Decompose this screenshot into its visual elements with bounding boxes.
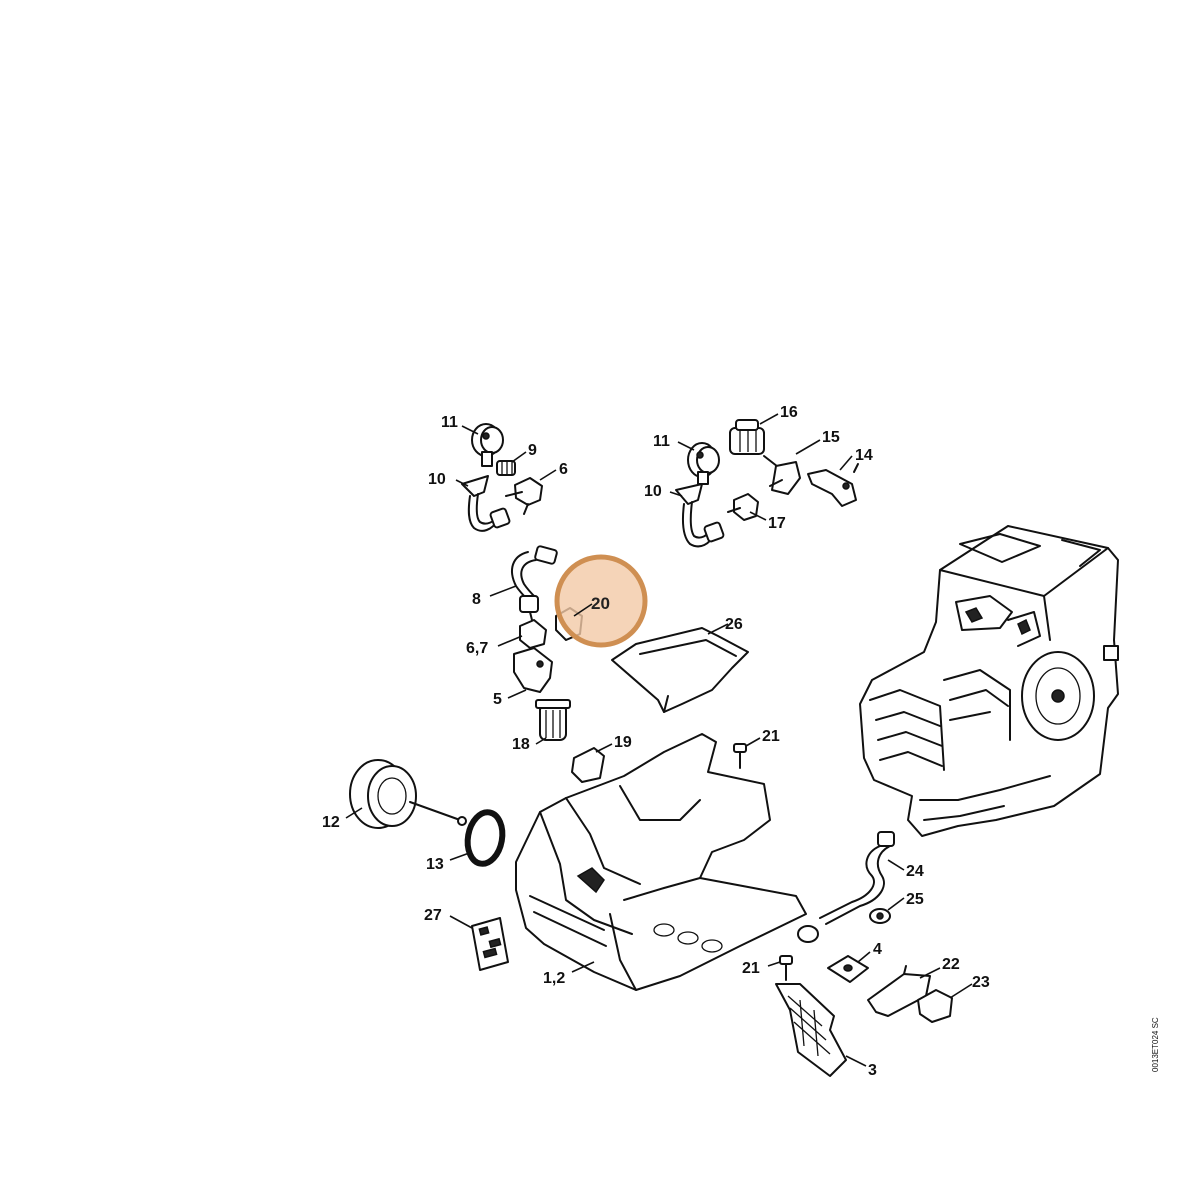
callout-13: 13 (426, 856, 444, 873)
part-24-oil-hose (797, 831, 895, 943)
part-21-screw-lower (779, 955, 793, 981)
part-8-hose (511, 545, 558, 613)
part-5-elbow-fitting (513, 647, 553, 693)
callout-labels: 11 9 6 10 11 16 15 14 10 17 8 26 6,7 5 1… (322, 404, 990, 1079)
callout-6-7: 6,7 (466, 640, 488, 657)
callout-23: 23 (972, 974, 990, 991)
highlight-circle-part-20 (554, 554, 648, 648)
callout-10-left: 10 (428, 471, 446, 488)
callout-17: 17 (768, 515, 786, 532)
callout-1-2: 1,2 (543, 970, 565, 987)
part-11-fuel-pickup-right (687, 442, 720, 485)
part-3-cover-plate (775, 983, 847, 1077)
part-25-grommet (869, 908, 891, 924)
part-14-lever (807, 463, 859, 507)
leader-lines (345, 413, 973, 1067)
drawing-number: 0013ET024 SC (1151, 1017, 1160, 1072)
callout-4: 4 (873, 941, 882, 958)
part-4-pad (827, 955, 869, 983)
callout-18: 18 (512, 736, 530, 753)
callout-26: 26 (725, 616, 743, 633)
part-27-warning-label (471, 917, 509, 971)
part-26-guide-plate (611, 627, 749, 713)
callout-5: 5 (493, 691, 502, 708)
callout-15: 15 (822, 429, 840, 446)
engine-assembly (859, 525, 1119, 837)
callout-19: 19 (614, 734, 632, 751)
callout-24: 24 (906, 863, 924, 880)
part-23-clip (917, 989, 953, 1023)
part-13-o-ring (464, 809, 506, 867)
callout-6: 6 (559, 461, 568, 478)
part-11-fuel-pickup-left (471, 423, 504, 467)
callout-9: 9 (528, 442, 537, 459)
callout-25: 25 (906, 891, 924, 908)
part-10-fuel-hose-left (461, 475, 511, 532)
callout-11-left: 11 (441, 414, 458, 431)
part-6-7-tee-connector (519, 611, 547, 649)
callout-27: 27 (424, 907, 442, 924)
callout-22: 22 (942, 956, 960, 973)
callout-20-highlighted: 20 (591, 594, 610, 613)
part-12-oil-pump (349, 759, 467, 829)
part-18-fuel-filter (535, 699, 571, 741)
callout-21-lower: 21 (742, 960, 760, 977)
callout-16: 16 (780, 404, 798, 421)
callout-8: 8 (472, 591, 481, 608)
part-17-connector-right (727, 493, 759, 521)
part-21-screw-upper (733, 743, 747, 769)
callout-11-right: 11 (653, 433, 670, 450)
part-16-pump-unit (729, 419, 765, 455)
part-19-block (571, 747, 605, 783)
part-1-2-crankcase (515, 733, 807, 991)
callout-3: 3 (868, 1062, 877, 1079)
callout-14: 14 (855, 447, 873, 464)
callout-10-right: 10 (644, 483, 662, 500)
part-9-filter-cap (496, 460, 516, 476)
part-6-connector-left (505, 477, 543, 515)
part-15-valve-hose (763, 455, 801, 495)
callout-12: 12 (322, 814, 340, 831)
callout-21-upper: 21 (762, 728, 780, 745)
part-10-fuel-hose-right (675, 483, 725, 548)
